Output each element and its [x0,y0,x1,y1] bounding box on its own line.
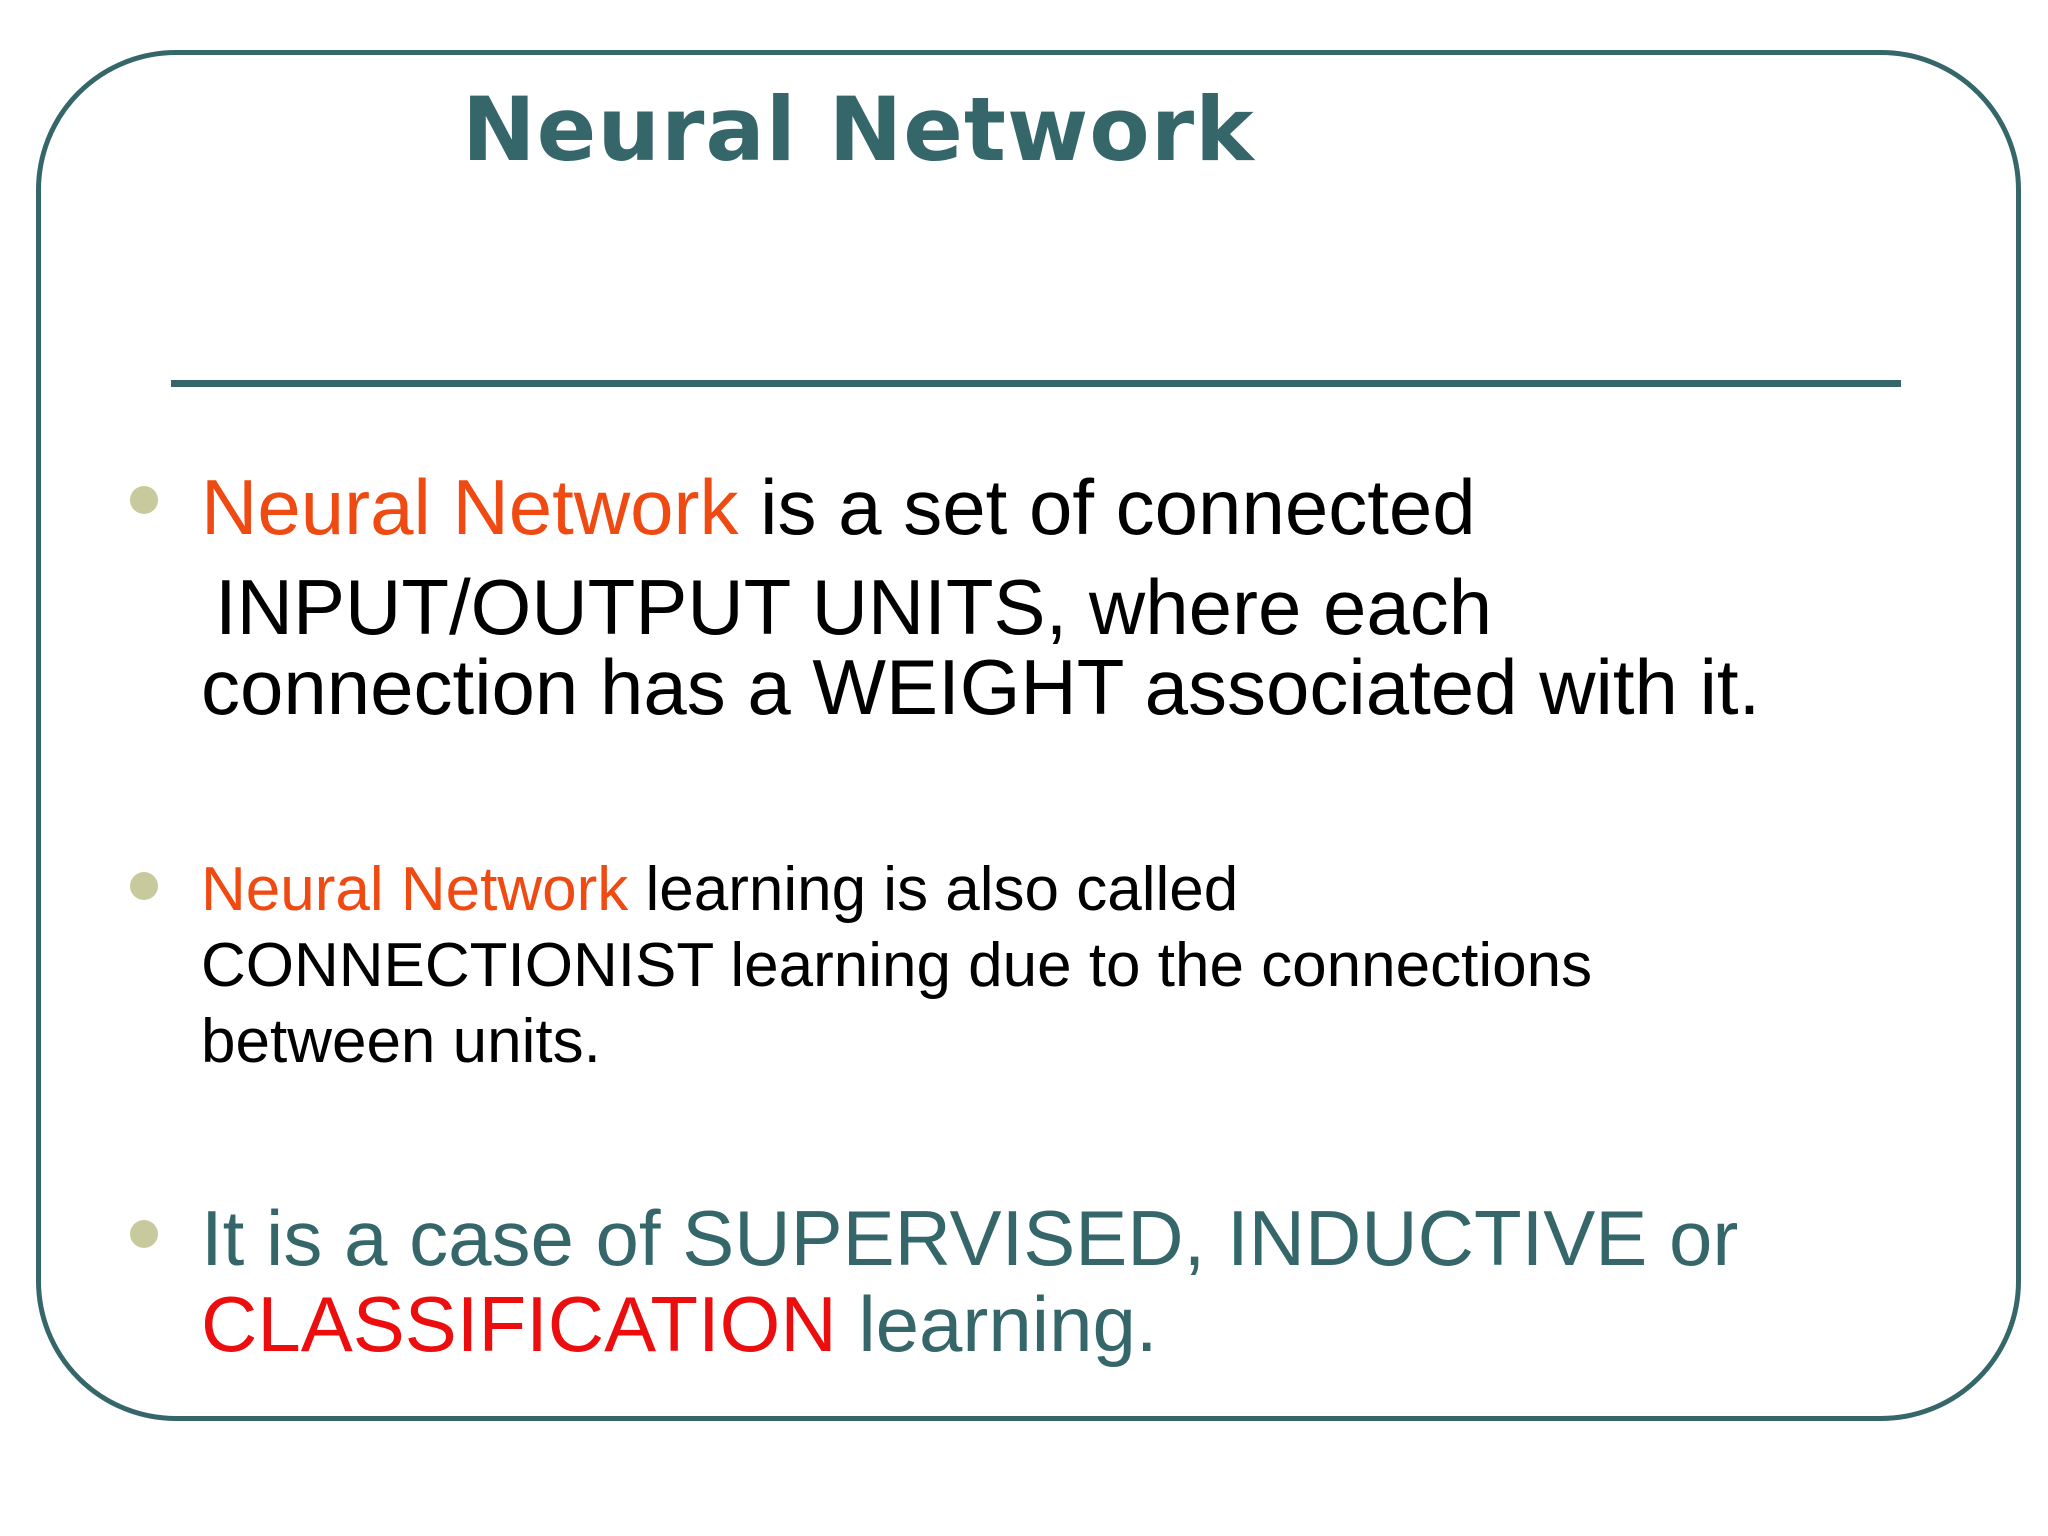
bullet-1-line-1: Neural Network is a set of connected [201,462,1760,552]
bullet-3-highlight: CLASSIFICATION [201,1280,837,1368]
bullet-3: It is a case of SUPERVISED, INDUCTIVE or… [201,1195,1738,1367]
bullet-2-line-1-rest: learning is also called [628,855,1239,924]
bullet-1-line-2: INPUT/OUTPUT UNITS, where each [215,563,1493,651]
bullet-icon [130,1220,158,1248]
bullet-3-line-2-rest: learning. [836,1280,1158,1368]
bullet-icon [130,486,158,514]
title-divider [171,380,1901,387]
bullet-2-line-3: between units. [201,1007,601,1076]
bullet-2-highlight: Neural Network [201,855,629,924]
bullet-1-highlight: Neural Network [201,463,739,551]
bullet-2-line-1: Neural Network learning is also called [201,852,1592,928]
bullet-1-line-1-rest: is a set of connected [738,463,1476,551]
slide-frame [36,50,2021,1421]
slide-title: Neural Network [462,78,1255,181]
bullet-3-line-2: CLASSIFICATION learning. [201,1281,1738,1367]
bullet-1-line-3: connection has a WEIGHT associated with … [201,643,1761,731]
bullet-2-line-2: CONNECTIONIST learning due to the connec… [201,931,1593,1000]
bullet-1: Neural Network is a set of connected INP… [201,462,1760,732]
bullet-2: Neural Network learning is also called C… [201,852,1592,1080]
bullet-icon [130,872,158,900]
bullet-3-line-1: It is a case of SUPERVISED, INDUCTIVE or [201,1194,1739,1282]
